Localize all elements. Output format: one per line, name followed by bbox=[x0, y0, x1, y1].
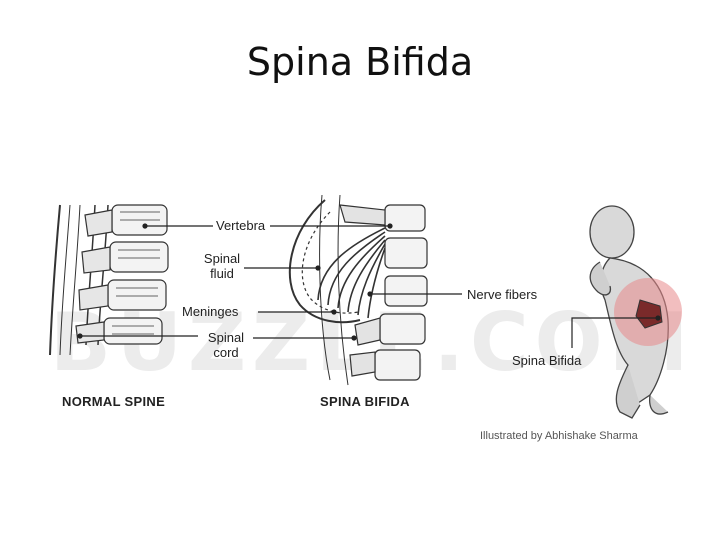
label-spinal-cord-line1: Spinal bbox=[207, 330, 245, 345]
lesion bbox=[635, 299, 663, 329]
label-vertebra: Vertebra bbox=[216, 218, 266, 233]
label-spinal-fluid-line1: Spinal bbox=[203, 251, 241, 266]
label-meninges: Meninges bbox=[182, 304, 239, 319]
normal-spine-drawing bbox=[49, 204, 169, 356]
label-nerve-fibers: Nerve fibers bbox=[467, 287, 538, 302]
label-spinal-fluid-line2: fluid bbox=[210, 266, 234, 281]
slide-title: Spina Bifida bbox=[246, 40, 474, 84]
caption-normal-spine: NORMAL SPINE bbox=[62, 394, 166, 409]
label-spina-bifida: Spina Bifida bbox=[512, 353, 582, 368]
label-spinal-cord: Spinal cord bbox=[200, 330, 252, 360]
label-spinal-cord-line2: cord bbox=[213, 345, 239, 360]
spina-bifida-drawing bbox=[288, 194, 428, 386]
illustration-credit: Illustrated by Abhishake Sharma bbox=[480, 430, 638, 442]
caption-spina-bifida: SPINA BIFIDA bbox=[320, 394, 410, 409]
label-spinal-fluid: Spinal fluid bbox=[198, 251, 246, 281]
leader-lines bbox=[77, 223, 661, 348]
